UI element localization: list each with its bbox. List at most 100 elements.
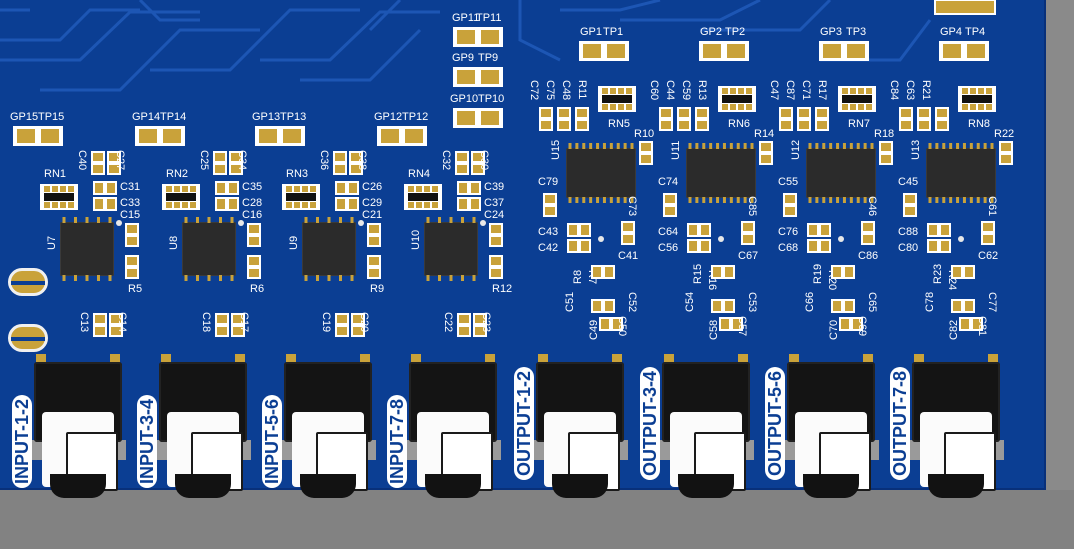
cap-a-out-1[interactable] [658, 106, 674, 132]
audio-jack-5[interactable] [658, 354, 754, 507]
tp4-pads[interactable] [938, 40, 990, 62]
cap-c-out-1[interactable] [694, 106, 710, 132]
res-in-2[interactable] [366, 254, 382, 280]
res-c-out-3[interactable] [950, 264, 976, 280]
ic-out-3[interactable] [926, 148, 996, 198]
cap-c-in-1[interactable] [214, 180, 240, 196]
ic-out-2[interactable] [806, 148, 876, 198]
cap-g-out-3[interactable] [926, 238, 952, 254]
cap-c-out-2[interactable] [814, 106, 830, 132]
cap-d-out-2[interactable] [782, 192, 798, 218]
tp9-pads[interactable] [452, 66, 504, 88]
cap-k-out-2[interactable] [838, 316, 864, 332]
cap-d-in-3[interactable] [456, 196, 482, 212]
res-b-out-0[interactable] [638, 140, 654, 166]
ic-in-1[interactable] [182, 222, 236, 276]
cap-d-in-0[interactable] [92, 196, 118, 212]
tp3-pads[interactable] [818, 40, 870, 62]
cap-g-in-1[interactable] [230, 312, 246, 338]
cap-a-out-2[interactable] [778, 106, 794, 132]
cap-g-out-2[interactable] [806, 238, 832, 254]
cap-g-in-3[interactable] [472, 312, 488, 338]
cap-c-in-2[interactable] [334, 180, 360, 196]
cap-a-in-0[interactable] [90, 150, 106, 176]
tp11-pads[interactable] [452, 26, 504, 48]
resistor-network-out-0[interactable] [598, 86, 636, 112]
cap-a-in-2[interactable] [332, 150, 348, 176]
audio-jack-4[interactable] [532, 354, 628, 507]
cap-c-out-0[interactable] [574, 106, 590, 132]
cap-d-out-1[interactable] [662, 192, 678, 218]
cap-b-in-2[interactable] [348, 150, 364, 176]
audio-jack-0[interactable] [30, 354, 126, 507]
ic-out-0[interactable] [566, 148, 636, 198]
cap-g-out-0[interactable] [566, 238, 592, 254]
cap-a-out-0[interactable] [538, 106, 554, 132]
cap-g-in-2[interactable] [350, 312, 366, 338]
cap-b-out-0[interactable] [556, 106, 572, 132]
tp2-pads[interactable] [698, 40, 750, 62]
cap-k-out-0[interactable] [598, 316, 624, 332]
mounting-pad-2[interactable] [8, 324, 48, 352]
cap-k-out-1[interactable] [718, 316, 744, 332]
cap-e-out-1[interactable] [740, 220, 756, 246]
res-c-out-1[interactable] [710, 264, 736, 280]
cap-f-out-2[interactable] [806, 222, 832, 238]
res-d-out-0[interactable] [590, 298, 616, 314]
cap-e-out-3[interactable] [980, 220, 996, 246]
resistor-network-out-1[interactable] [718, 86, 756, 112]
resistor-network-in-0[interactable] [40, 184, 78, 210]
ic-in-0[interactable] [60, 222, 114, 276]
cap-b-in-1[interactable] [228, 150, 244, 176]
cap-e-in-1[interactable] [246, 222, 262, 248]
cap-c-in-3[interactable] [456, 180, 482, 196]
cap-g-in-0[interactable] [108, 312, 124, 338]
cap-b-out-1[interactable] [676, 106, 692, 132]
res-c-out-0[interactable] [590, 264, 616, 280]
cap-f-in-0[interactable] [92, 312, 108, 338]
res-in-3[interactable] [488, 254, 504, 280]
tp1-pads[interactable] [578, 40, 630, 62]
ic-in-2[interactable] [302, 222, 356, 276]
cap-e-out-0[interactable] [620, 220, 636, 246]
res-in-1[interactable] [246, 254, 262, 280]
audio-jack-6[interactable] [783, 354, 879, 507]
cap-d-out-3[interactable] [902, 192, 918, 218]
res-c-out-2[interactable] [830, 264, 856, 280]
audio-jack-1[interactable] [155, 354, 251, 507]
cap-g-out-1[interactable] [686, 238, 712, 254]
cap-d-in-2[interactable] [334, 196, 360, 212]
tp12-pads[interactable] [376, 125, 428, 147]
cap-e-in-0[interactable] [124, 222, 140, 248]
cap-a-out-3[interactable] [898, 106, 914, 132]
res-d-out-3[interactable] [950, 298, 976, 314]
cap-f-out-3[interactable] [926, 222, 952, 238]
audio-jack-7[interactable] [908, 354, 1004, 507]
cap-b-in-0[interactable] [106, 150, 122, 176]
res-b-out-1[interactable] [758, 140, 774, 166]
cap-f-in-3[interactable] [456, 312, 472, 338]
cap-c-out-3[interactable] [934, 106, 950, 132]
res-d-out-1[interactable] [710, 298, 736, 314]
ic-in-3[interactable] [424, 222, 478, 276]
cap-f-out-1[interactable] [686, 222, 712, 238]
mounting-pad-1[interactable] [8, 268, 48, 296]
audio-jack-3[interactable] [405, 354, 501, 507]
cap-a-in-3[interactable] [454, 150, 470, 176]
resistor-network-in-2[interactable] [282, 184, 320, 210]
cap-e-in-2[interactable] [366, 222, 382, 248]
tp14-pads[interactable] [134, 125, 186, 147]
resistor-network-out-2[interactable] [838, 86, 876, 112]
res-b-out-2[interactable] [878, 140, 894, 166]
cap-c-in-0[interactable] [92, 180, 118, 196]
cap-f-out-0[interactable] [566, 222, 592, 238]
cap-f-in-1[interactable] [214, 312, 230, 338]
audio-jack-2[interactable] [280, 354, 376, 507]
tp15-pads[interactable] [12, 125, 64, 147]
cap-d-out-0[interactable] [542, 192, 558, 218]
tp13-pads[interactable] [254, 125, 306, 147]
resistor-network-in-3[interactable] [404, 184, 442, 210]
resistor-network-out-3[interactable] [958, 86, 996, 112]
tp10-pads[interactable] [452, 107, 504, 129]
cap-d-in-1[interactable] [214, 196, 240, 212]
